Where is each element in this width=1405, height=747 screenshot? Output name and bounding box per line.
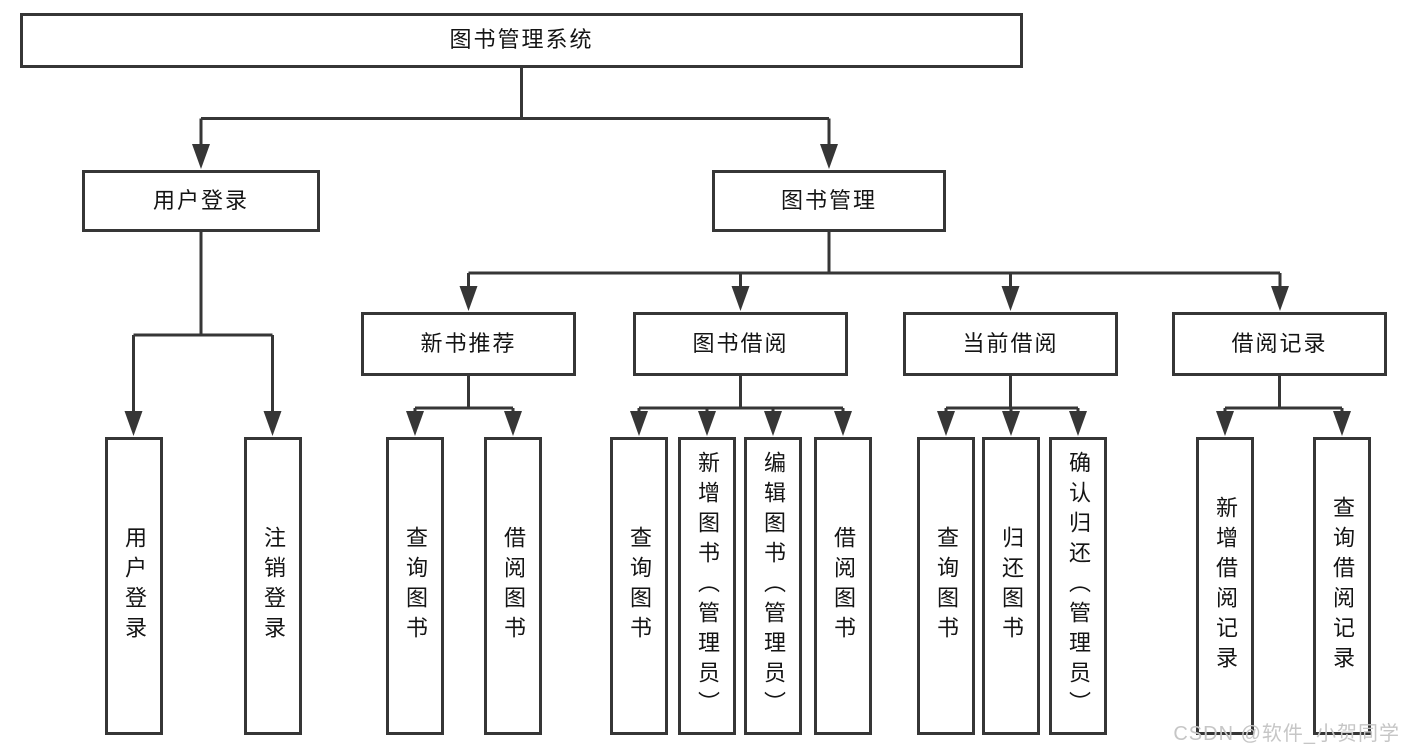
node-root: 图书管理系统 bbox=[20, 13, 1023, 68]
node-leaf-confirm-return-admin-label: 确认归还（管理员） bbox=[1066, 451, 1091, 721]
node-leaf-logout-label: 注销登录 bbox=[261, 526, 286, 646]
node-leaf-add-borrow-record: 新增借阅记录 bbox=[1196, 437, 1254, 735]
node-leaf-query-books-2-label: 查询图书 bbox=[627, 526, 652, 646]
connector-book-management bbox=[467, 232, 1282, 307]
node-leaf-query-borrow-record: 查询借阅记录 bbox=[1313, 437, 1371, 735]
arrowhead bbox=[1216, 411, 1234, 436]
arrowhead bbox=[1271, 286, 1289, 311]
node-leaf-borrow-books-1: 借阅图书 bbox=[484, 437, 542, 735]
node-user-login-label: 用户登录 bbox=[152, 187, 249, 213]
node-leaf-add-book-admin: 新增图书（管理员） bbox=[678, 437, 736, 735]
arrowhead bbox=[124, 411, 143, 436]
node-leaf-query-books-3: 查询图书 bbox=[917, 437, 975, 735]
node-book-management: 图书管理 bbox=[712, 170, 946, 232]
node-leaf-return-book: 归还图书 bbox=[982, 437, 1040, 735]
node-leaf-user-login: 用户登录 bbox=[105, 437, 163, 735]
node-leaf-query-books-1: 查询图书 bbox=[386, 437, 444, 735]
arrowhead bbox=[820, 144, 838, 169]
node-borrowing-records-label: 借阅记录 bbox=[1231, 330, 1328, 356]
node-leaf-query-books-3-label: 查询图书 bbox=[934, 526, 959, 646]
arrowhead bbox=[1001, 286, 1020, 311]
node-current-borrowing: 当前借阅 bbox=[903, 312, 1118, 376]
arrowhead bbox=[406, 411, 424, 436]
arrowhead bbox=[937, 411, 955, 436]
node-leaf-confirm-return-admin: 确认归还（管理员） bbox=[1049, 437, 1107, 735]
connector-new-book-recommend bbox=[413, 376, 515, 432]
node-user-login: 用户登录 bbox=[82, 170, 320, 232]
node-leaf-borrow-books-2: 借阅图书 bbox=[814, 437, 872, 735]
node-leaf-borrow-books-1-label: 借阅图书 bbox=[501, 526, 526, 646]
arrowhead bbox=[731, 286, 750, 311]
arrowhead bbox=[1002, 411, 1020, 436]
node-leaf-edit-book-admin: 编辑图书（管理员） bbox=[744, 437, 802, 735]
node-leaf-return-book-label: 归还图书 bbox=[999, 526, 1024, 646]
node-current-borrowing-label: 当前借阅 bbox=[962, 330, 1059, 356]
node-leaf-borrow-books-2-label: 借阅图书 bbox=[831, 526, 856, 646]
node-leaf-add-book-admin-label: 新增图书（管理员） bbox=[695, 451, 720, 721]
node-leaf-edit-book-admin-label: 编辑图书（管理员） bbox=[761, 451, 786, 721]
node-new-book-recommend-label: 新书推荐 bbox=[420, 330, 517, 356]
arrowhead bbox=[459, 286, 478, 311]
arrowhead bbox=[192, 144, 210, 169]
node-leaf-query-books-1-label: 查询图书 bbox=[403, 526, 428, 646]
connector-book-borrowing bbox=[637, 376, 845, 432]
node-leaf-logout: 注销登录 bbox=[244, 437, 302, 735]
node-root-label: 图书管理系统 bbox=[449, 27, 594, 53]
node-leaf-add-borrow-record-label: 新增借阅记录 bbox=[1213, 496, 1238, 676]
csdn-watermark: CSDN @软件_小贺同学 bbox=[1173, 723, 1400, 745]
connector-root-to-level2 bbox=[199, 66, 831, 164]
arrowhead bbox=[504, 411, 522, 436]
node-book-borrowing: 图书借阅 bbox=[633, 312, 848, 376]
arrowhead bbox=[630, 411, 648, 436]
arrowhead bbox=[698, 411, 716, 436]
arrowhead bbox=[1333, 411, 1351, 436]
connector-borrowing-records bbox=[1223, 376, 1344, 432]
arrowhead bbox=[764, 411, 782, 436]
arrowhead bbox=[1069, 411, 1087, 436]
arrowhead bbox=[834, 411, 852, 436]
node-leaf-user-login-label: 用户登录 bbox=[122, 526, 147, 646]
node-new-book-recommend: 新书推荐 bbox=[361, 312, 576, 376]
node-book-management-label: 图书管理 bbox=[780, 187, 877, 213]
node-borrowing-records: 借阅记录 bbox=[1172, 312, 1387, 376]
node-leaf-query-borrow-record-label: 查询借阅记录 bbox=[1330, 496, 1355, 676]
arrowhead bbox=[263, 411, 282, 436]
connector-user-login bbox=[132, 232, 274, 432]
node-book-borrowing-label: 图书借阅 bbox=[692, 330, 789, 356]
node-leaf-query-books-2: 查询图书 bbox=[610, 437, 668, 735]
